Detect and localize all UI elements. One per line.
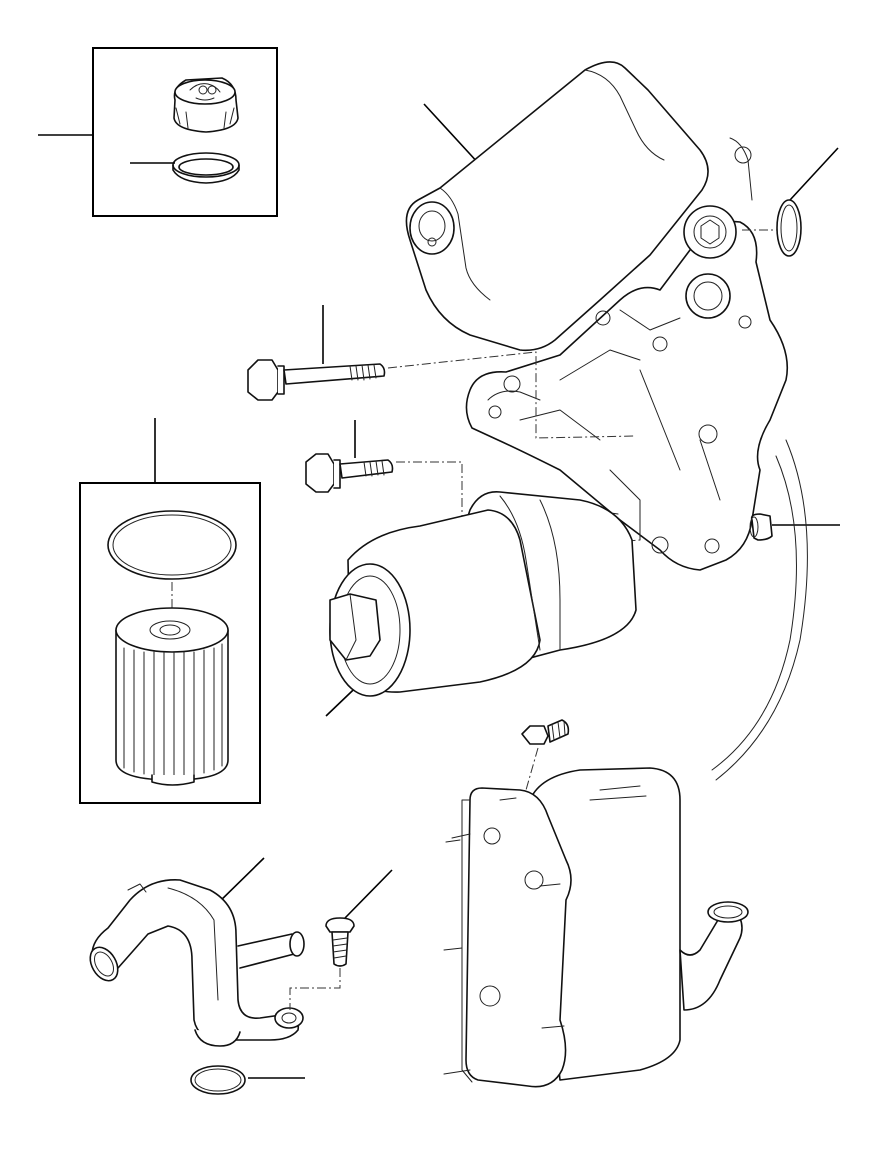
o-ring-upper-right-icon (742, 147, 839, 257)
coolant-pipe-icon (89, 857, 305, 1047)
oil-filter-housing-icon (405, 61, 789, 571)
cap-inset-box (38, 47, 278, 217)
pipe-screw-icon (289, 869, 393, 1010)
long-bolt-icon (247, 305, 637, 439)
oil-filler-cap-icon (173, 77, 239, 133)
short-bolt-icon (305, 420, 641, 555)
oil-filter-element-icon (115, 607, 229, 786)
oil-filter-canister-icon (325, 491, 637, 717)
cap-seal-ring-icon (172, 152, 240, 184)
pipe-o-ring-icon (190, 1065, 305, 1095)
oil-cooler-icon (443, 767, 749, 1088)
cooler-screw-icon (521, 719, 570, 791)
plug-icon (711, 439, 840, 781)
